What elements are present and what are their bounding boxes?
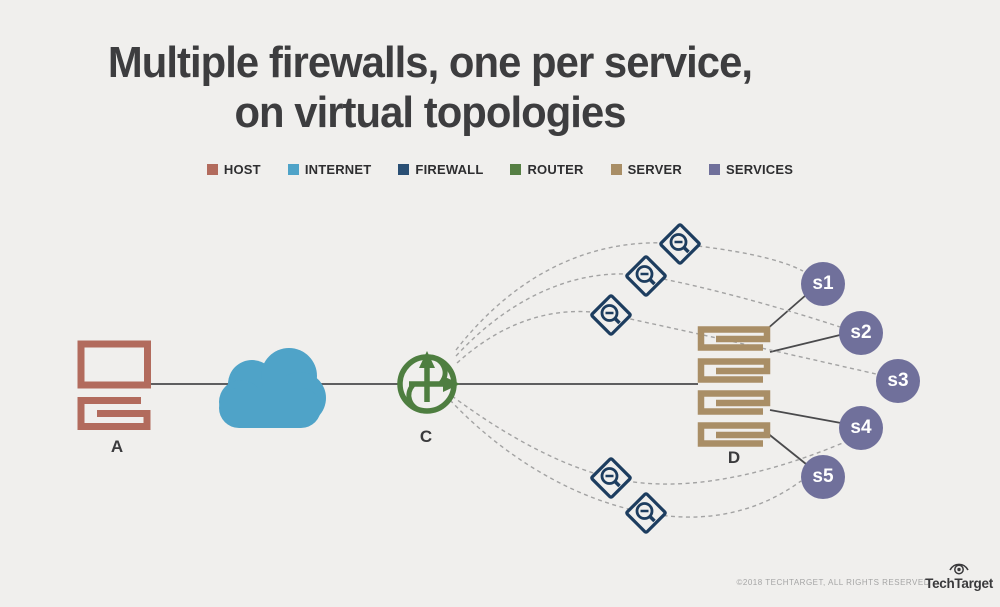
legend-item-internet: INTERNET <box>287 162 372 177</box>
service-node-s5: s5 <box>801 455 845 499</box>
legend-item-server: SERVER <box>610 162 682 177</box>
title-line-2: on virtual topologies <box>234 87 626 137</box>
service-node-s1: s1 <box>801 262 845 306</box>
brand-wordmark: TechTarget <box>925 576 993 591</box>
legend: HOST INTERNET FIREWALL ROUTER SERVER SER… <box>0 162 1000 177</box>
services-swatch-icon <box>709 164 720 175</box>
service-label: s5 <box>812 466 834 487</box>
legend-item-services: SERVICES <box>709 162 793 177</box>
legend-item-host: HOST <box>206 162 261 177</box>
firewall-swatch-icon <box>398 164 410 175</box>
legend-label: SERVER <box>627 162 682 177</box>
service-node-s4: s4 <box>839 406 883 450</box>
legend-label: FIREWALL <box>415 162 484 177</box>
service-node-s3: s3 <box>876 359 920 403</box>
firewall-magnifier-diamond-icon <box>623 490 669 536</box>
server-swatch-icon <box>610 164 622 175</box>
laptop-icon <box>77 338 153 430</box>
legend-item-firewall: FIREWALL <box>398 162 483 177</box>
legend-label: ROUTER <box>527 162 584 177</box>
legend-item-router: ROUTER <box>510 162 583 177</box>
firewall-magnifier-diamond-icon <box>623 253 669 299</box>
firewall-magnifier-diamond-icon <box>588 292 634 338</box>
server-label: D <box>727 448 741 467</box>
service-label: s3 <box>887 370 909 391</box>
service-label: s2 <box>850 322 872 343</box>
legend-label: SERVICES <box>726 162 794 177</box>
cloud-icon <box>207 342 333 430</box>
globe-arrows-icon <box>391 348 463 420</box>
host-swatch-icon <box>206 164 218 175</box>
internet-swatch-icon <box>287 164 299 175</box>
serpentine-stack-icon <box>697 326 771 448</box>
title-line-1: Multiple firewalls, one per service, <box>107 38 753 87</box>
legend-label: HOST <box>223 162 261 177</box>
router-swatch-icon <box>510 164 522 175</box>
firewall-magnifier-diamond-icon <box>588 455 634 501</box>
legend-label: INTERNET <box>304 162 372 177</box>
service-label: s4 <box>850 417 872 438</box>
techtarget-logo: TechTarget <box>925 560 993 591</box>
host-label: A <box>110 437 124 456</box>
solid-links <box>147 294 842 465</box>
firewall-magnifier-diamond-icon <box>657 221 703 267</box>
copyright-text: ©2018 TECHTARGET, ALL RIGHTS RESERVED <box>736 578 930 587</box>
router-label: C <box>419 427 433 446</box>
service-label: s1 <box>812 273 834 294</box>
service-node-s2: s2 <box>839 311 883 355</box>
page-title: Multiple firewalls, one per service, on … <box>22 38 839 137</box>
eye-icon <box>949 563 969 575</box>
